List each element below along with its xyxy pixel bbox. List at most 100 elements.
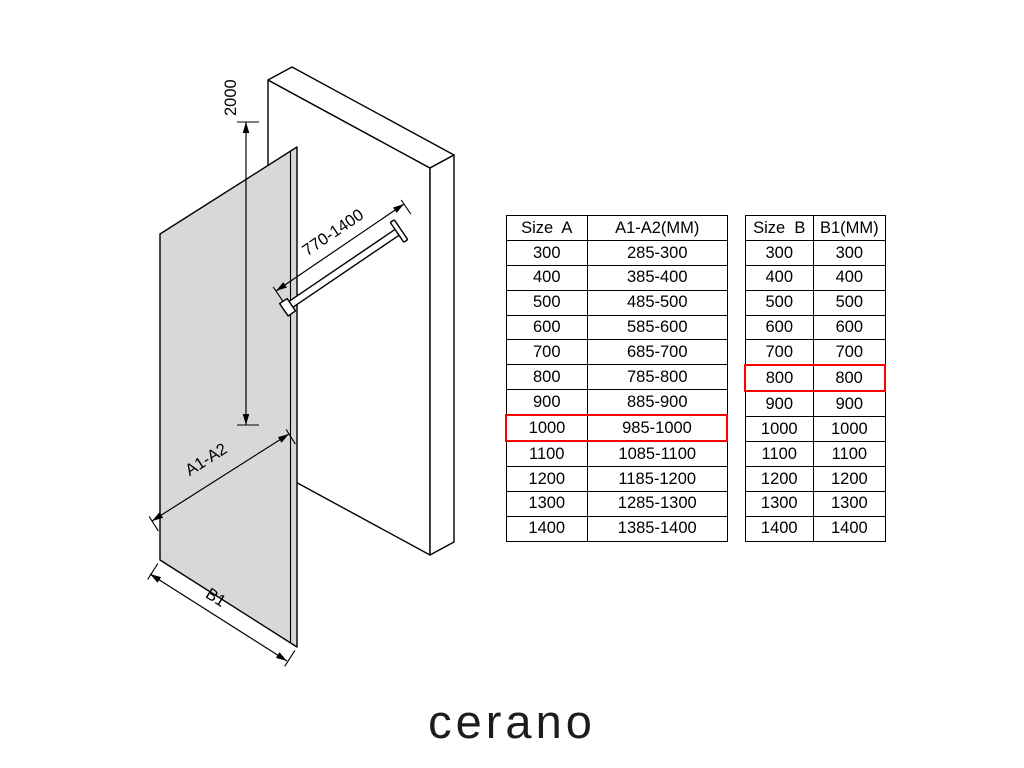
support-bar (278, 219, 409, 317)
wall-flange (389, 219, 409, 243)
table-cell: 900 (744, 390, 814, 418)
table-cell: 985-1000 (587, 414, 728, 443)
table-cell: 300 (505, 239, 588, 266)
table-cell: 800 (744, 364, 814, 393)
arrow-right-icon (275, 652, 287, 661)
wall-side-face (429, 154, 455, 556)
table-cell: 1300 (744, 490, 814, 517)
table-cell: 1400 (744, 515, 814, 542)
table-cell: 1000 (505, 414, 588, 443)
table-cell: 400 (744, 264, 814, 291)
arrow-left-icon (276, 282, 287, 291)
table-cell: 900 (813, 390, 886, 418)
table-cell: 700 (505, 339, 588, 366)
table-cell: 600 (744, 314, 814, 341)
arrow-right-icon (277, 434, 289, 443)
glass-panel (159, 146, 298, 648)
table-cell: 500 (813, 289, 886, 316)
height-dimension-label: 2000 (222, 79, 240, 116)
table-cell: 300 (813, 239, 886, 266)
table-cell: 900 (505, 389, 588, 416)
table-cell: 1085-1100 (587, 440, 728, 467)
table-cell: 385-400 (587, 264, 728, 291)
wall-drawing (267, 66, 455, 556)
table-cell: 1185-1200 (587, 465, 728, 492)
table-cell: 400 (505, 264, 588, 291)
dimension-2000: 2000 (222, 79, 259, 426)
table-cell: 600 (505, 314, 588, 341)
table-cell: 785-800 (587, 364, 728, 391)
table-cell: 1385-1400 (587, 515, 728, 542)
table-cell: 585-600 (587, 314, 728, 341)
table-cell: 1300 (813, 490, 886, 517)
table-cell: 800 (813, 364, 887, 393)
table-cell: 600 (813, 314, 886, 341)
column-header: B1(MM) (813, 215, 886, 241)
table-cell: 1400 (505, 515, 588, 542)
table-cell: 1100 (505, 440, 588, 467)
table-cell: 285-300 (587, 239, 728, 266)
arrow-left-icon (152, 512, 164, 521)
table-cell: 1200 (505, 465, 588, 492)
table-cell: 1300 (505, 490, 588, 517)
glass-face (159, 146, 298, 648)
column-header: A1-A2(MM) (587, 215, 728, 241)
table-cell: 1100 (813, 441, 886, 467)
table-cell: 1000 (813, 416, 886, 443)
table-cell: 700 (744, 339, 814, 366)
table-cell: 1000 (744, 416, 814, 443)
table-cell: 300 (744, 239, 814, 266)
table-cell: 800 (505, 364, 588, 391)
column-header: Size B (744, 215, 814, 241)
table-cell: 885-900 (587, 389, 728, 416)
arrow-left-icon (150, 574, 162, 583)
table-cell: 1400 (813, 515, 886, 542)
glass-clamp (278, 297, 297, 317)
table-cell: 700 (813, 339, 886, 366)
table-cell: 1100 (744, 441, 814, 467)
table-cell: 685-700 (587, 339, 728, 366)
table-cell: 500 (744, 289, 814, 316)
table-cell: 1285-1300 (587, 490, 728, 517)
table-cell: 1200 (744, 465, 814, 492)
arrow-right-icon (393, 204, 404, 213)
table-cell: 1200 (813, 465, 886, 492)
table-cell: 400 (813, 264, 886, 291)
table-cell: 485-500 (587, 289, 728, 316)
arrow-up-icon (242, 122, 250, 133)
arrow-down-icon (242, 414, 250, 425)
brand-logo: cerano (428, 695, 596, 748)
column-header: Size A (505, 215, 588, 241)
